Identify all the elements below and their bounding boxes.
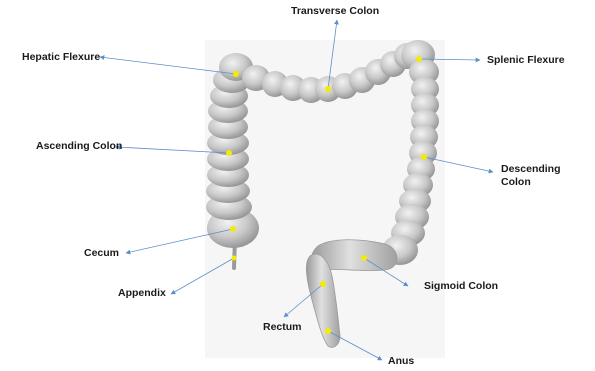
marker-splenic-flexure [416, 56, 422, 62]
label-descending-colon-line2: Colon [501, 176, 561, 189]
label-anus: Anus [388, 355, 414, 368]
label-transverse-colon: Transverse Colon [291, 5, 379, 18]
label-ascending-colon: Ascending Colon [36, 140, 122, 153]
label-rectum: Rectum [263, 321, 302, 334]
marker-transverse-colon [325, 86, 331, 92]
marker-anus [325, 328, 331, 334]
label-descending-colon: Descending Colon [501, 163, 561, 189]
label-appendix: Appendix [118, 287, 166, 300]
label-sigmoid-colon: Sigmoid Colon [424, 280, 498, 293]
label-hepatic-flexure: Hepatic Flexure [22, 51, 100, 64]
label-descending-colon-line1: Descending [501, 163, 561, 176]
marker-sigmoid-colon [361, 255, 367, 261]
marker-cecum [230, 226, 236, 232]
marker-appendix [232, 256, 237, 261]
label-cecum: Cecum [84, 247, 119, 260]
marker-ascending-colon [226, 150, 232, 156]
marker-descending-colon [421, 154, 427, 160]
marker-hepatic-flexure [233, 71, 239, 77]
label-splenic-flexure: Splenic Flexure [487, 54, 565, 67]
marker-rectum [320, 281, 326, 287]
